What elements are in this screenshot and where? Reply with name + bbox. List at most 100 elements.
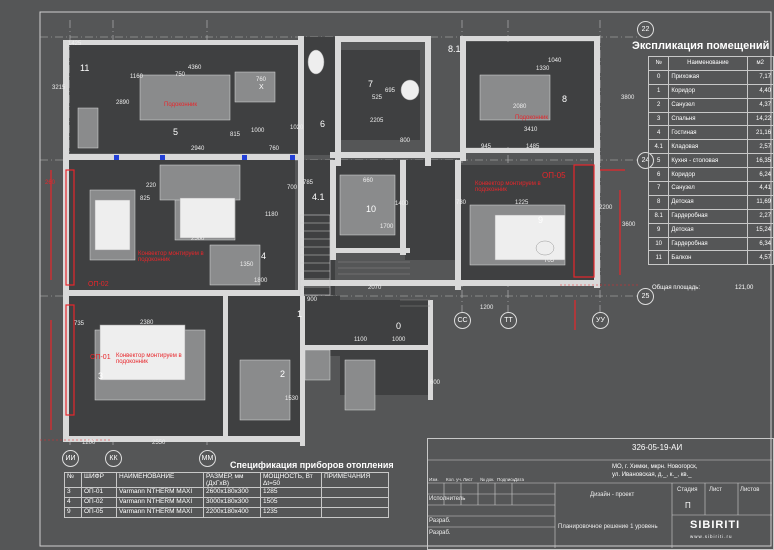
cell: Коридор [668,83,748,99]
cell: Varmann NTHERM MAXI [116,497,204,508]
stamp-col-list: Лист [463,477,473,482]
cell [321,507,389,518]
cell: Гардеробная [668,236,748,252]
cell: 4,57 [746,250,774,266]
dim-800: 800 [400,138,411,144]
room-number-8: 8 [562,94,568,104]
axis-tt: ТТ [500,312,517,329]
cell: 7,17 [746,69,774,85]
cell: ОП-02 [81,497,117,508]
dim-1200b: 1200 [82,440,96,446]
cell: Балкон [668,250,748,266]
dim-220: 220 [146,183,157,189]
cell: 4,40 [746,83,774,99]
label-op01: ОП-01 [90,354,111,361]
room-number-10: 10 [366,204,377,214]
dim-705: 705 [544,258,555,264]
room-number-9: 9 [538,215,544,225]
note-sill-room8: Подоконник [515,115,548,121]
explication-title: Экспликация помещений [632,40,770,52]
spec-table: № ШИФР НАИМЕНОВАНИЕ РАЗМЕР, мм (ДхГхВ) М… [64,472,389,518]
cell: Кладовая [668,139,748,155]
dim-1225: 1225 [515,200,529,206]
stamp-sheets-label: Листов [740,487,760,493]
cell: 6,24 [746,167,774,183]
stamp-project: Дизайн - проект [590,492,635,498]
dim-815: 815 [230,132,241,138]
header-cell: РАЗМЕР, мм (ДхГхВ) [203,472,261,488]
header-name: Наименование [668,56,748,71]
cell: 3 [647,111,670,127]
cell [321,497,389,508]
brand-logo: SIBIRITI [690,519,741,531]
note-convector-9: Конвектор монтируем в подоконник [475,181,541,193]
dim-660: 660 [363,178,374,184]
dim-2500: 2500 [191,236,205,242]
dim-825: 825 [140,196,151,202]
label-op05: ОП-05 [542,171,566,180]
dim-2205: 2205 [370,118,384,124]
dim-730: 730 [456,200,467,206]
stamp-checked: Разраб. [429,530,451,536]
table-header: № ШИФР НАИМЕНОВАНИЕ РАЗМЕР, мм (ДхГхВ) М… [64,472,389,488]
room-number-3: 3 [98,371,104,381]
axis-25: 25 [637,288,654,305]
cell: 1 [647,83,670,99]
note-convector-3: Конвектор монтируем в подоконник [116,353,182,365]
dim-3600: 3600 [622,222,636,228]
total-area-label: Общая площадь: [652,285,701,291]
header-cell: МОЩНОСТЬ, Вт Δt=50 [260,472,322,488]
room-number-4: 4 [261,251,267,261]
brand-url: www.sibiriti.ru [690,534,733,539]
spec-title: Спецификация приборов отопления [230,460,394,470]
stamp-stage-value: П [685,501,691,510]
cell: 8.1 [647,208,670,224]
cell: Varmann NTHERM MAXI [116,507,204,518]
cell: ОП-01 [81,487,117,498]
cell: Гардеробная [668,208,748,224]
dim-760b: 760 [269,146,280,152]
dim-1400: 1400 [395,201,409,207]
dim-1160: 1160 [130,74,143,80]
cell: Гостиная [668,125,748,141]
dim-1530: 1530 [285,396,299,402]
cell: 9 [64,507,82,518]
cell: 4,37 [746,97,774,113]
header-cell: ПРИМЕЧАНИЯ [321,472,389,488]
dim-1040: 1040 [548,58,562,64]
room-number-5: 5 [173,127,179,137]
dim-2940: 2940 [191,146,205,152]
cell: 6 [647,167,670,183]
room-number-11: 11 [80,63,90,73]
stamp-col-date: Дата [514,477,524,482]
dim-1180: 1180 [265,212,278,218]
dim-2080: 2080 [513,104,527,110]
cell: 7 [647,181,670,196]
axis-uu: УУ [592,312,609,329]
stamp-col-sign: Подпись [497,477,515,482]
table-header: № Наименование м2 [647,56,774,71]
total-area-value: 121,00 [735,285,754,291]
dim-2550: 2550 [152,440,166,446]
cell: Санузел [668,97,748,113]
cell: 2200х180х400 [203,507,261,518]
dim-260: 260 [45,180,56,186]
dim-760: 760 [256,77,267,83]
stamp-col-doc: № док. [480,477,495,482]
dim-1000: 1000 [251,128,265,134]
stamp-developed: Разраб. [429,518,451,524]
room-number-1: 1 [297,309,303,319]
label-x: X [259,84,264,91]
dim-3215: 3215 [52,85,66,91]
stamp-drawing: Планировочное решение 1 уровень [558,524,658,530]
